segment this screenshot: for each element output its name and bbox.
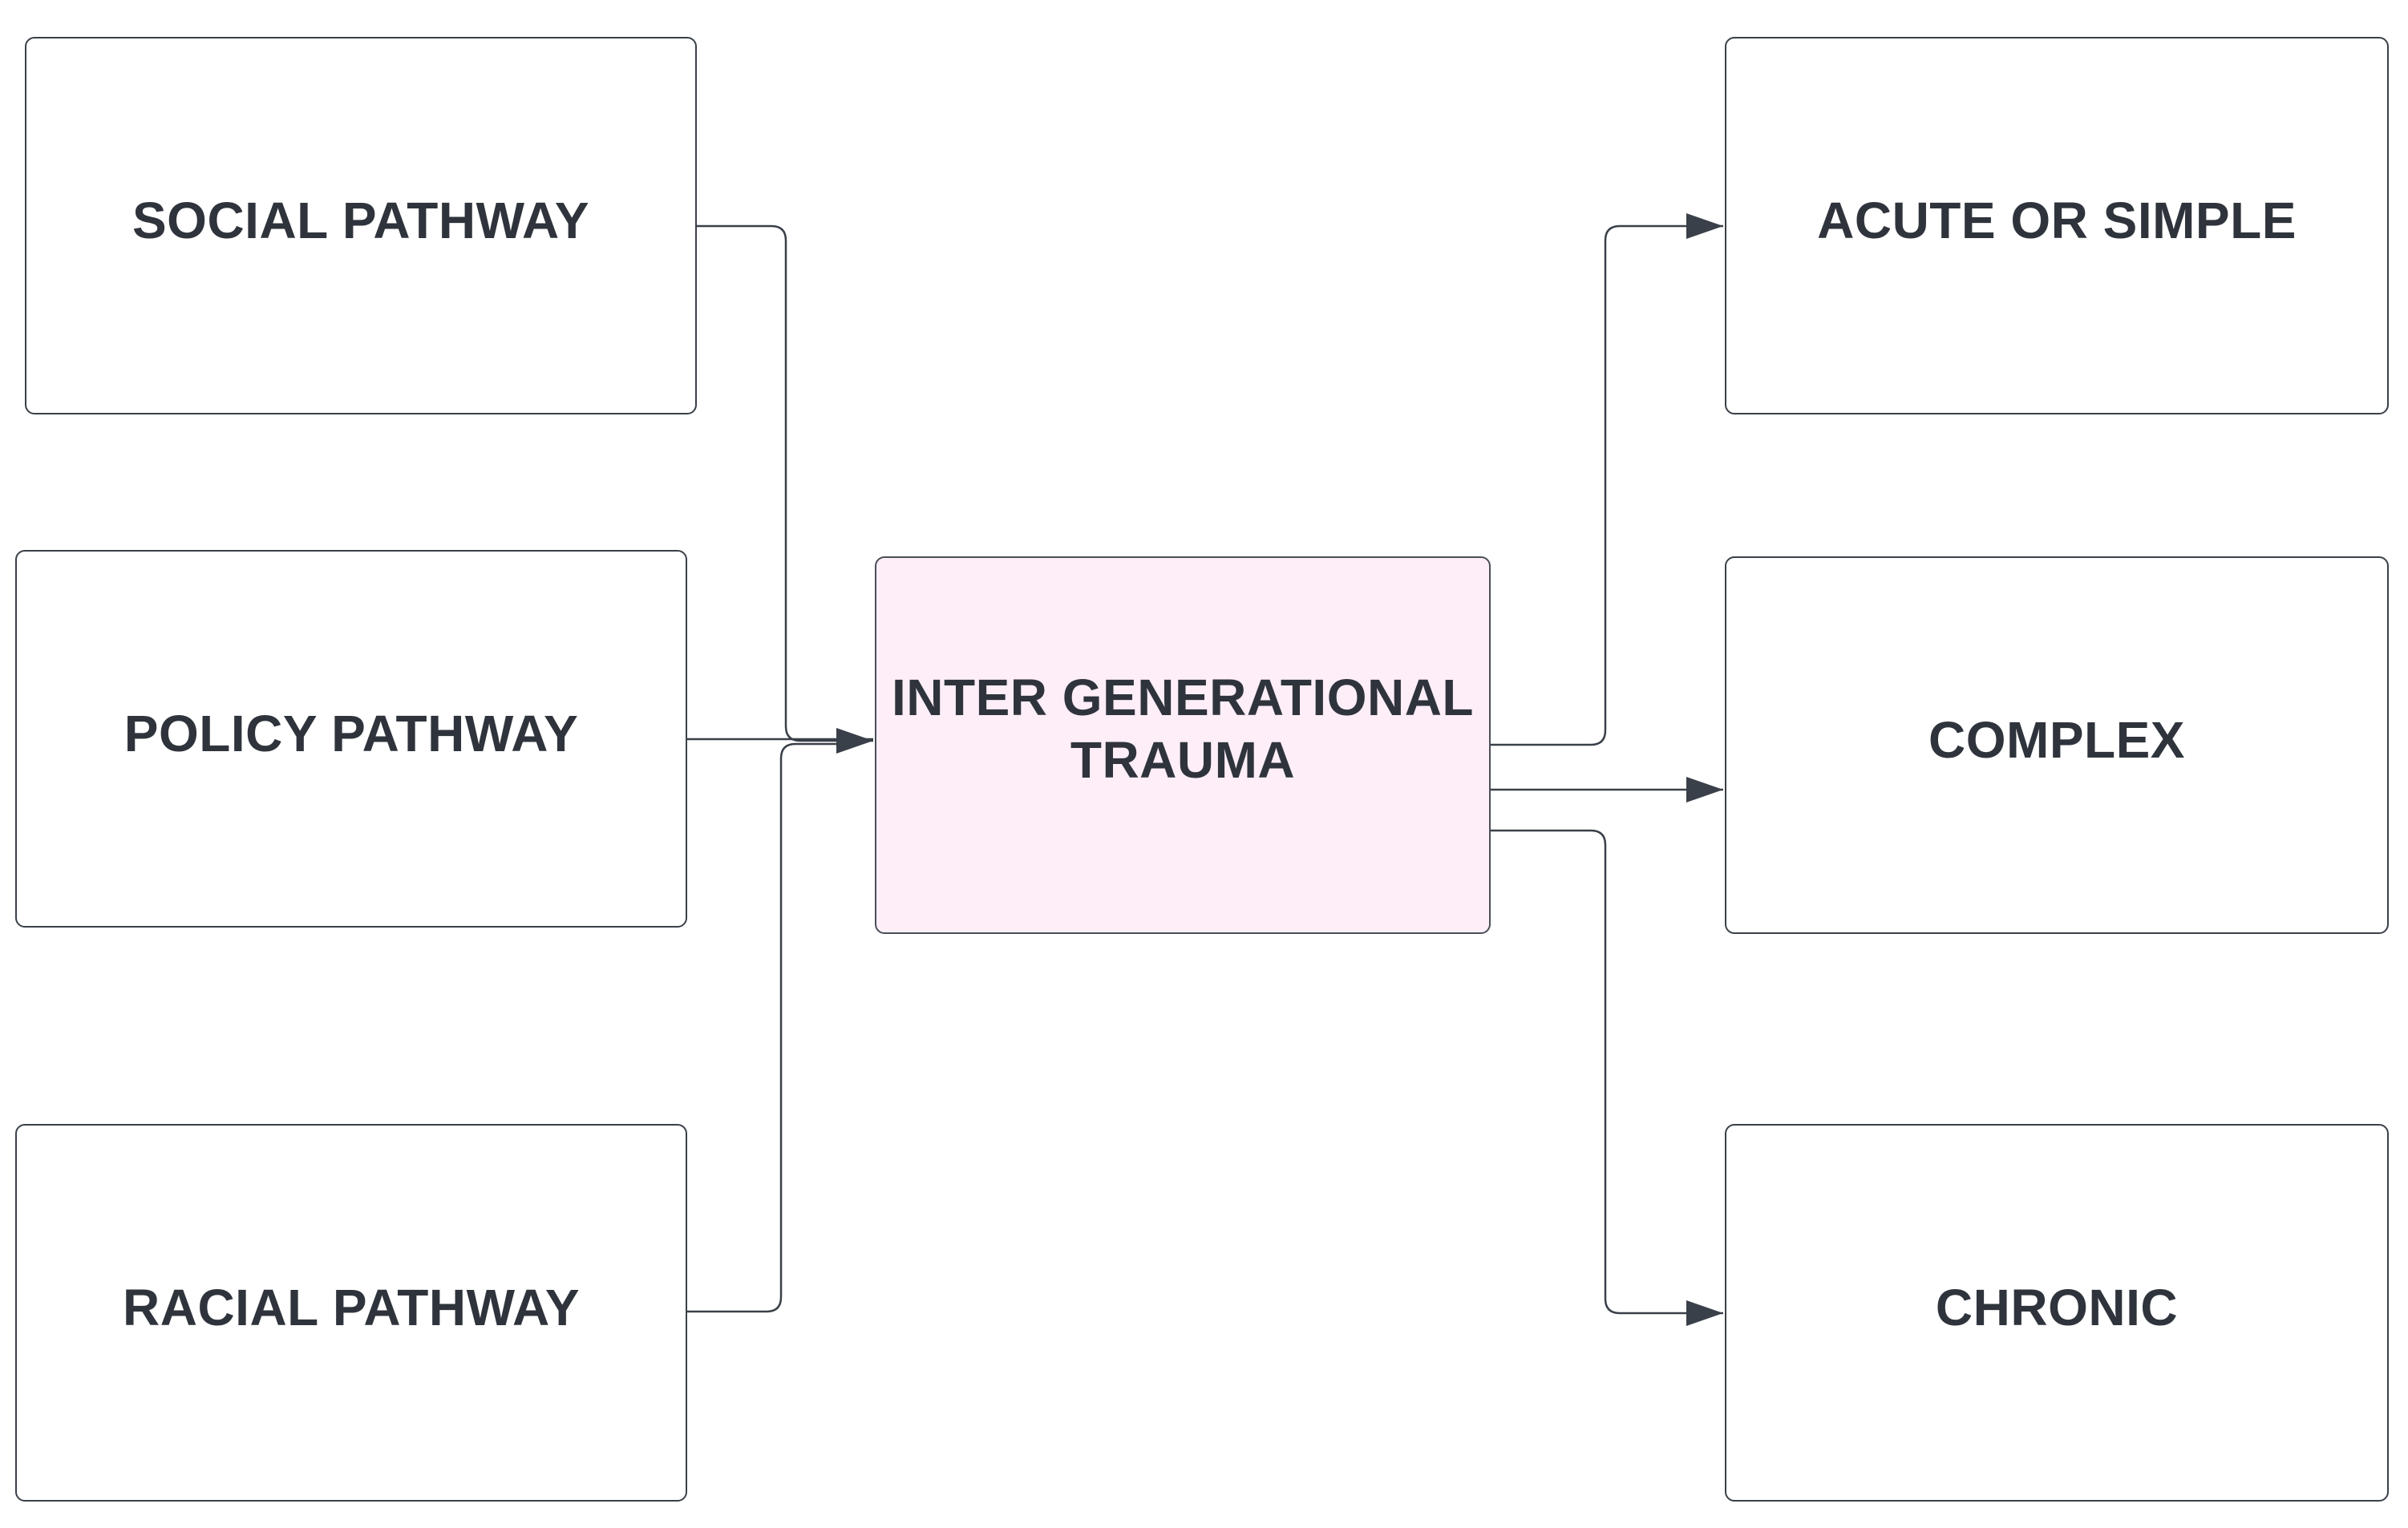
- node-intergenerational-trauma: INTER GENERATIONAL TRAUMA: [875, 556, 1491, 934]
- node-racial-pathway: RACIAL PATHWAY: [15, 1124, 687, 1502]
- connector-center-to-chronic: [1491, 829, 1723, 1326]
- node-label: SOCIAL PATHWAY: [132, 191, 590, 249]
- node-chronic: CHRONIC: [1725, 1124, 2389, 1502]
- node-label-line1: INTER GENERATIONAL: [891, 668, 1475, 726]
- node-label: POLICY PATHWAY: [123, 704, 579, 762]
- node-label: CHRONIC: [1935, 1278, 2179, 1336]
- node-label: ACUTE OR SIMPLE: [1817, 191, 2297, 249]
- connector-social-to-center: [697, 224, 873, 754]
- node-acute-or-simple: ACUTE OR SIMPLE: [1725, 37, 2389, 414]
- node-complex: COMPLEX: [1725, 556, 2389, 934]
- node-label-line2: TRAUMA: [1070, 730, 1296, 789]
- node-label: RACIAL PATHWAY: [123, 1278, 580, 1336]
- node-label-group: INTER GENERATIONAL TRAUMA: [892, 666, 1474, 791]
- node-social-pathway: SOCIAL PATHWAY: [25, 37, 697, 414]
- node-policy-pathway: POLICY PATHWAY: [15, 550, 687, 928]
- connector-racial-to-center: [687, 742, 850, 1313]
- node-label: COMPLEX: [1928, 710, 2185, 769]
- connector-center-to-acute: [1491, 213, 1723, 746]
